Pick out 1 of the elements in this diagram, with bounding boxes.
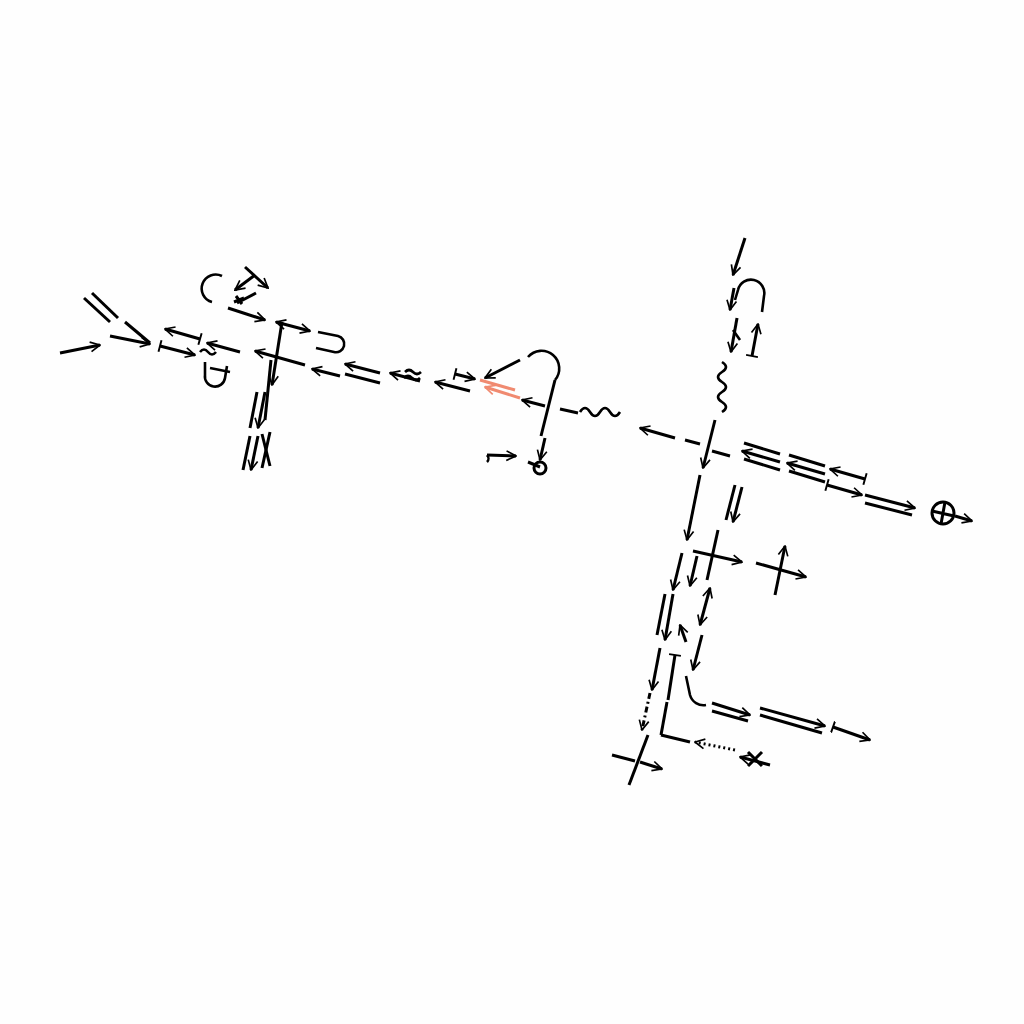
arrow-symbols-drawing [59, 237, 973, 786]
